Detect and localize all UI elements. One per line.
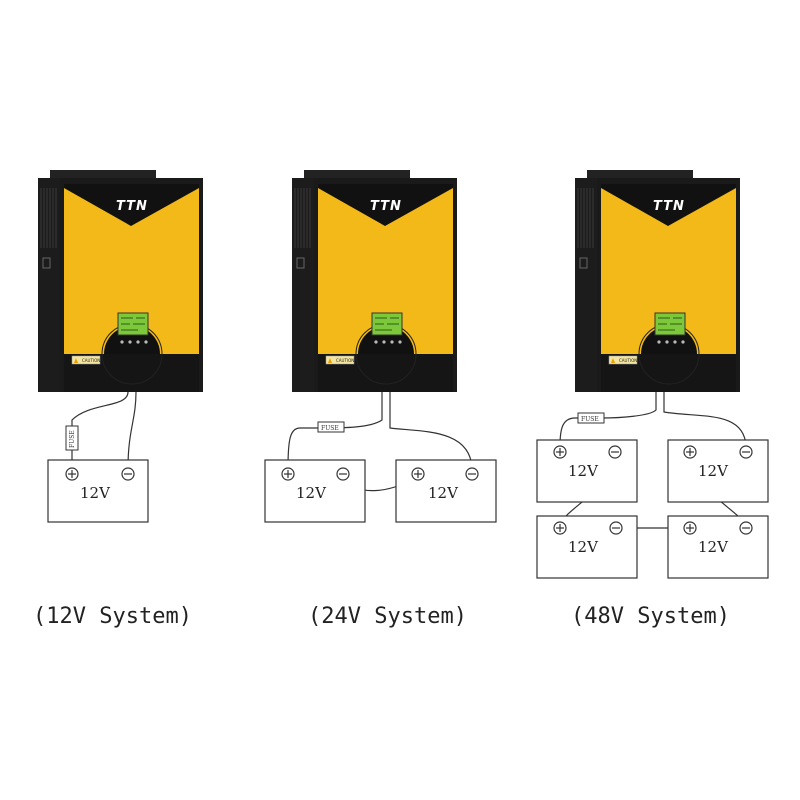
system-48v: TTN CAUTION FUSE 12V: [536, 169, 769, 629]
brand-logo: TTN: [653, 199, 685, 214]
battery: 12V: [264, 459, 366, 523]
battery: 12V: [667, 515, 769, 579]
battery: 12V: [395, 459, 497, 523]
wire-positive: [71, 391, 129, 468]
battery-label: 12V: [568, 538, 599, 556]
inverter-12v: TTN CAUTION: [37, 169, 204, 393]
battery: 12V: [47, 459, 149, 523]
svg-text:FUSE: FUSE: [69, 430, 76, 448]
caption-24v-system: (24V System): [308, 604, 467, 629]
battery: 12V: [667, 439, 769, 503]
battery-label: 12V: [568, 462, 599, 480]
caution-label: CAUTION: [336, 358, 354, 363]
caution-label: CAUTION: [619, 358, 637, 363]
battery-label: 12V: [80, 484, 111, 502]
battery: 12V: [536, 439, 638, 503]
battery-label: 12V: [296, 484, 327, 502]
svg-text:FUSE: FUSE: [581, 416, 599, 423]
inverter-24v: TTN CAUTION: [291, 169, 458, 393]
wire-negative: [389, 392, 473, 469]
fuse: FUSE: [577, 412, 605, 424]
fuse: FUSE: [65, 425, 79, 451]
brand-logo: TTN: [116, 199, 148, 214]
battery-label: 12V: [698, 462, 729, 480]
inverter-48v: TTN CAUTION: [574, 169, 741, 393]
battery-label: 12V: [428, 484, 459, 502]
caption-12v-system: (12V System): [33, 604, 192, 629]
wire-negative: [127, 391, 137, 469]
wire-positive: [559, 392, 657, 447]
wire-negative: [663, 392, 747, 447]
brand-logo: TTN: [370, 199, 402, 214]
caution-label: CAUTION: [82, 358, 100, 363]
fuse: FUSE: [317, 421, 345, 433]
caption-48v-system: (48V System): [571, 604, 730, 629]
system-12v: TTN CAUTION FUSE 12V (12V System): [33, 169, 204, 629]
battery-label: 12V: [698, 538, 729, 556]
battery: 12V: [536, 515, 638, 579]
svg-text:FUSE: FUSE: [321, 425, 339, 432]
system-24v: TTN CAUTION FUSE 12V 12V: [264, 169, 497, 629]
